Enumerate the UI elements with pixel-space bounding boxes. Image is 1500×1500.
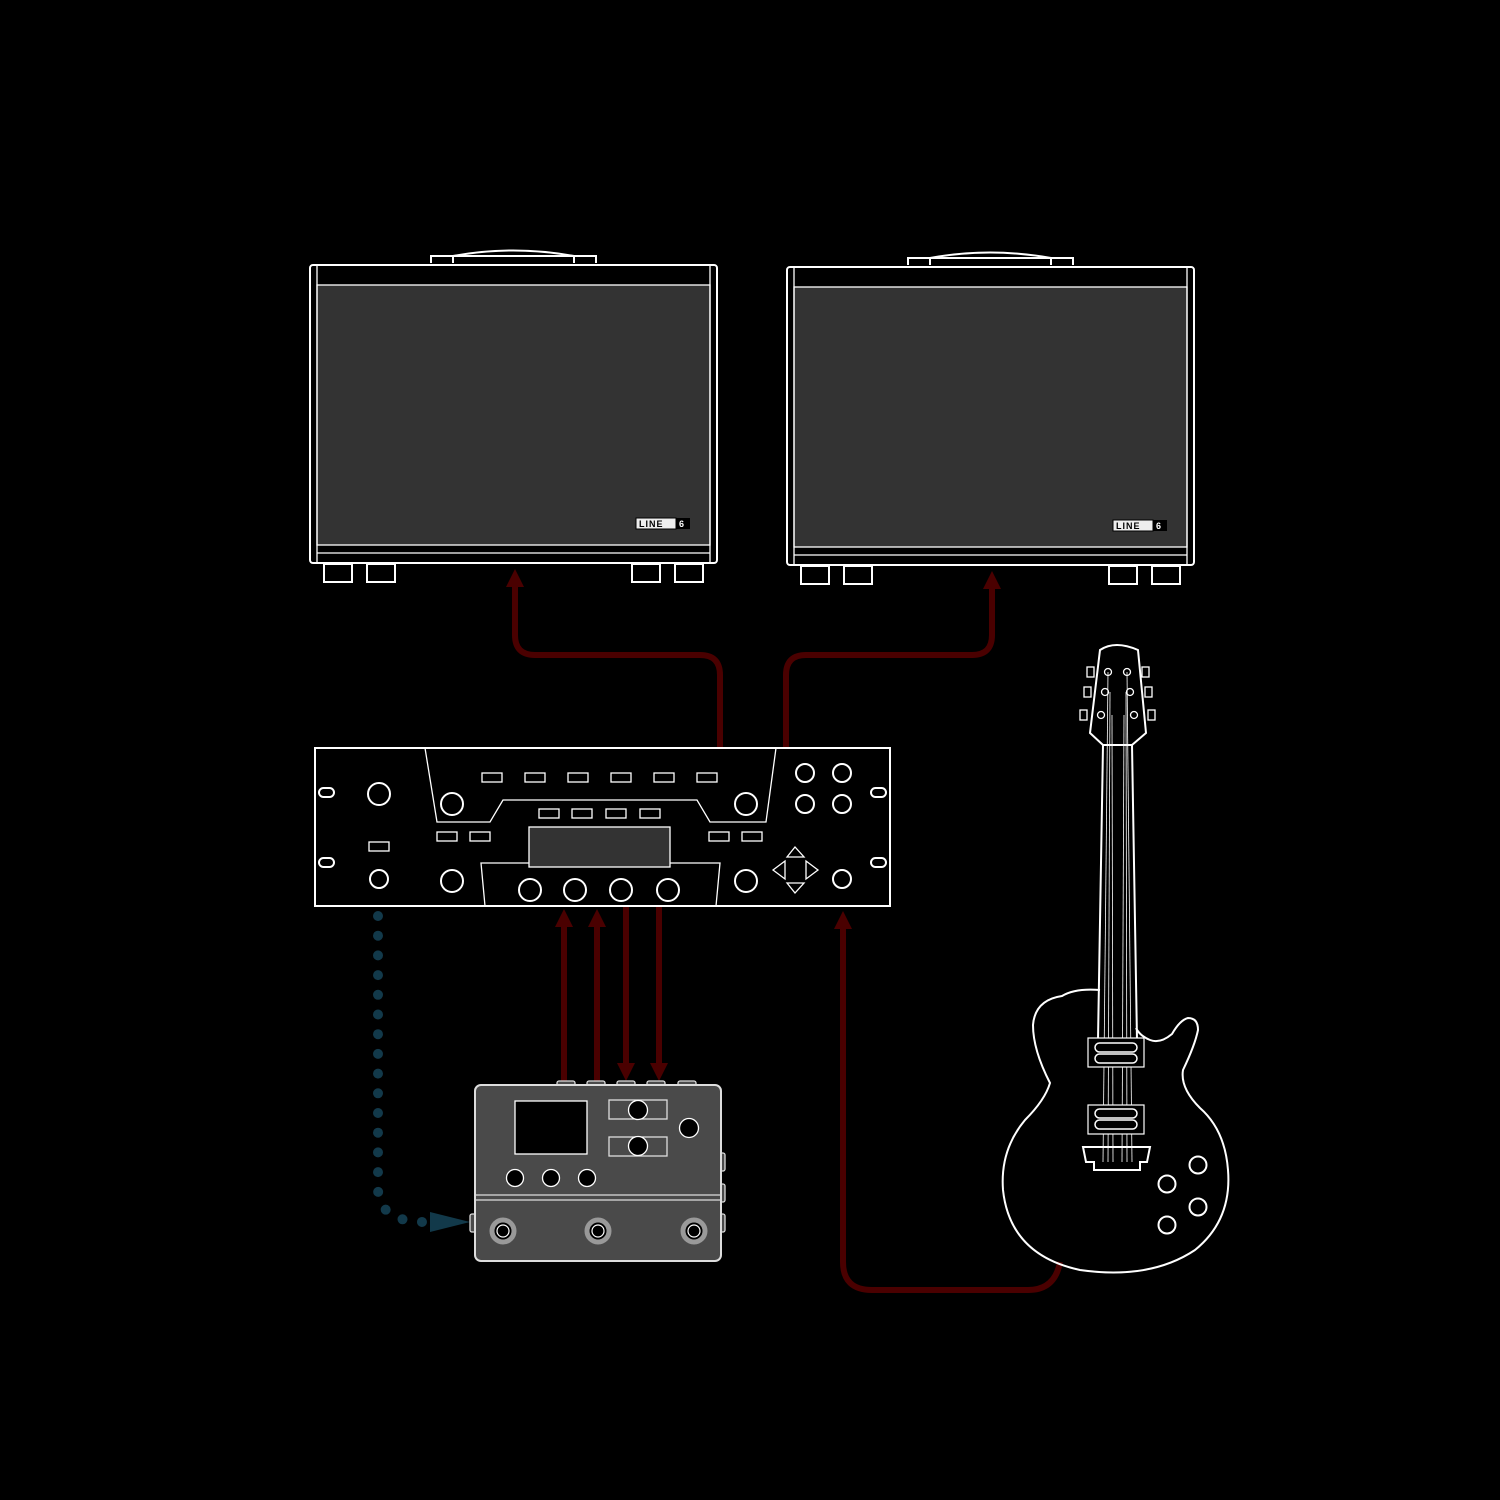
cable-guitar-to-rack (834, 911, 1063, 1293)
line6-logo: LINE 6 (635, 517, 690, 530)
floor-knobs (505, 1099, 700, 1188)
cable-rack-to-amp-left (506, 569, 723, 748)
amp-right: LINE 6 (786, 251, 1195, 585)
guitar-body (1001, 988, 1230, 1274)
footswitches (489, 1217, 708, 1245)
electric-guitar (1001, 644, 1230, 1274)
floor-processor (469, 1080, 726, 1262)
svg-text:LINE: LINE (1116, 521, 1141, 531)
rack-knobs (367, 763, 852, 902)
guitar-knobs (1157, 1155, 1208, 1235)
svg-text:6: 6 (679, 519, 684, 529)
control-cable-dotted (373, 911, 430, 1227)
guitar-neck (1097, 744, 1138, 1041)
rack-nav-pad (771, 845, 820, 895)
cables (373, 569, 1063, 1293)
floor-display (514, 1100, 588, 1155)
rack-processor (314, 747, 891, 907)
amp-left: LINE 6 (309, 249, 718, 583)
cable-rack-to-amp-right (783, 571, 1001, 748)
guitar-bridge (1081, 1146, 1152, 1171)
strings (1102, 671, 1133, 1163)
svg-text:6: 6 (1156, 521, 1161, 531)
line6-logo: LINE 6 (1112, 519, 1167, 532)
control-cable-arrow (430, 1212, 470, 1232)
rack-display (528, 826, 671, 868)
amp-handle (907, 251, 1074, 265)
svg-text:LINE: LINE (639, 519, 664, 529)
amp-grille (793, 286, 1188, 548)
amp-handle (430, 249, 597, 263)
pickups (1087, 1037, 1145, 1135)
amp-grille (316, 284, 711, 546)
guitar-headstock (1088, 644, 1148, 746)
